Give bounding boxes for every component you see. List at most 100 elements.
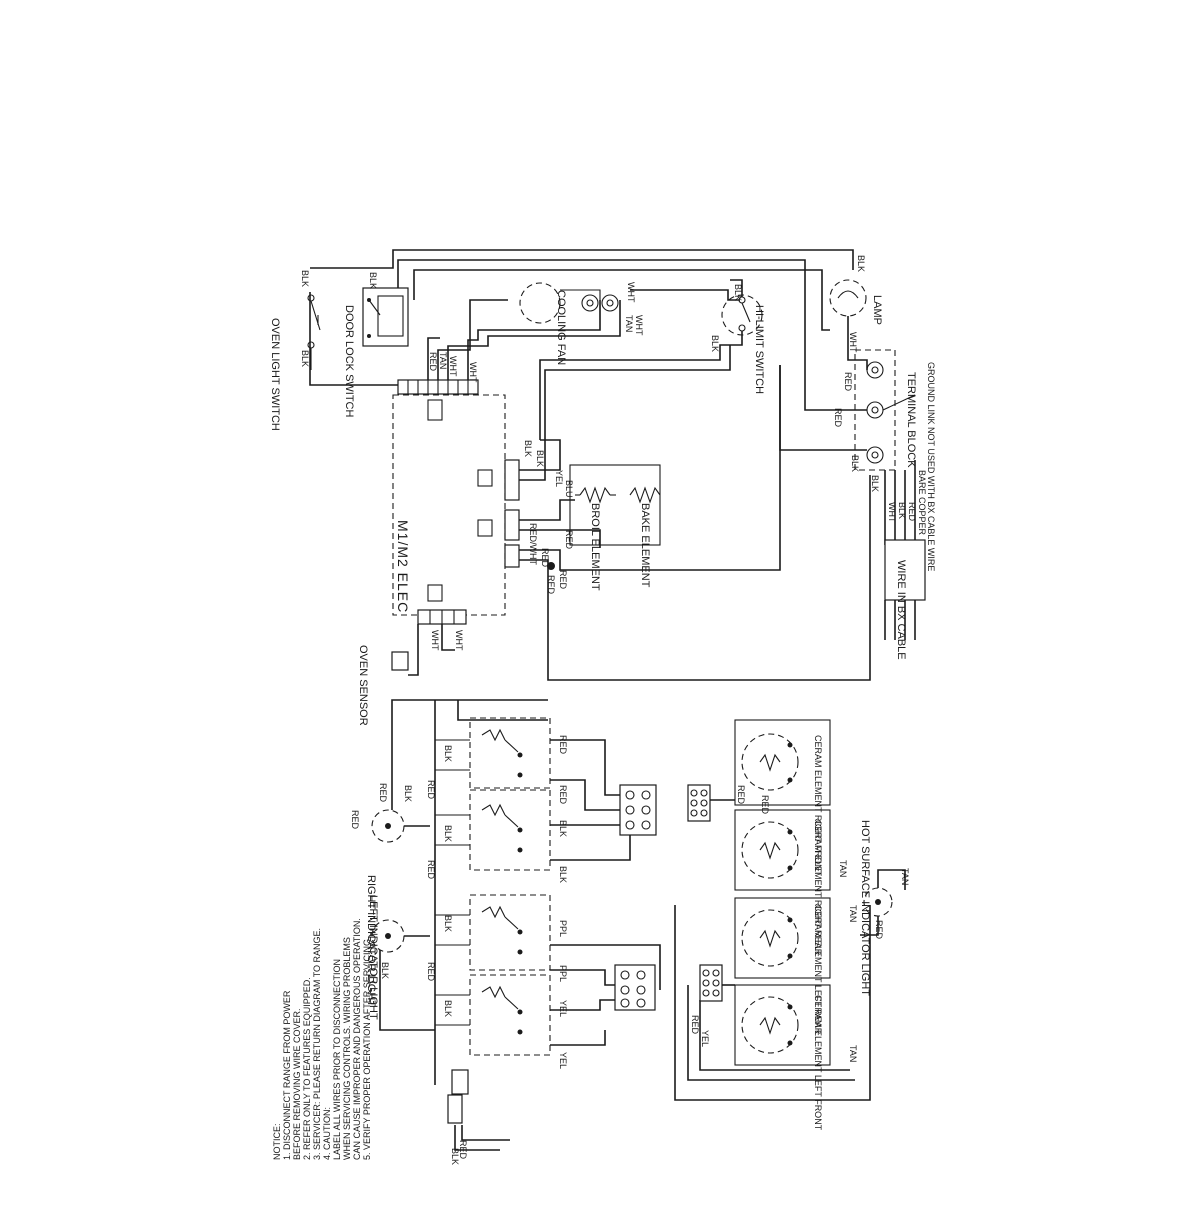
left-indicator-light-label: LEFT INDICATOR LIGHT	[367, 895, 379, 1020]
red-label: RED	[426, 860, 436, 880]
red-label: RED	[426, 780, 436, 800]
hi-limit-switch: HI-LIMIT SWITCH BLK BLK	[539, 279, 765, 440]
lamp-label: LAMP	[871, 295, 883, 325]
broil-element-label: BROIL ELEMENT	[589, 503, 601, 591]
hot-surface-indicator-label: HOT SURFACE INDICATOR LIGHT	[859, 820, 871, 996]
blk-label: BLK	[443, 1000, 453, 1017]
red-label: RED	[690, 1015, 700, 1035]
blk-label: BLK	[733, 284, 743, 301]
red-label: RED	[907, 502, 917, 522]
blk-label: BLK	[443, 915, 453, 932]
blk-label: BLK	[870, 475, 880, 492]
notice-line: 4. CAUTION:	[322, 1107, 332, 1160]
wht-label: WHT	[454, 630, 464, 651]
terminal-block: TERMINAL BLOCK GROUND LINK NOT USED WITH…	[779, 316, 936, 571]
electronic-control-label: M1/M2 ELEC	[395, 520, 411, 613]
red-label: RED	[458, 1140, 468, 1160]
red-label: RED	[564, 530, 574, 550]
notice-line: CAN CAUSE IMPROPER AND DANGEROUS OPERATI…	[352, 918, 362, 1160]
blk-label: BLK	[380, 962, 390, 979]
bx-cable: WIRE IN BX CABLE WHT BLK RED BARE COPPER	[884, 460, 927, 660]
wht-label: WHT	[848, 332, 858, 353]
yel-label: YEL	[554, 470, 564, 487]
oven-light-switch-label: OVEN LIGHT SWITCH	[269, 318, 281, 431]
oven-sensor: OVEN SENSOR WHT WHT	[357, 624, 464, 726]
switch-connector-plugs	[614, 784, 657, 1011]
notice-block: NOTICE: 1. DISCONNECT RANGE FROM POWER B…	[272, 918, 372, 1160]
oven-light-switch: BLK BLK OVEN LIGHT SWITCH	[269, 270, 321, 431]
blk-label: BLK	[368, 272, 378, 289]
yel-label: YEL	[558, 1052, 568, 1069]
red-label: RED	[426, 962, 436, 982]
broil-bake-elements: BROIL ELEMENT BAKE ELEMENT	[569, 464, 661, 591]
ppl-label: PPL	[558, 920, 568, 937]
red-label: RED	[350, 810, 360, 830]
hot-surface-indicator: HOT SURFACE INDICATOR LIGHT TAN RED	[859, 820, 910, 996]
notice-line: WHEN SERVICING CONTROLS. WIRING PROBLEMS	[342, 937, 352, 1160]
red-label: RED	[558, 570, 568, 590]
blk-label: BLK	[300, 350, 310, 367]
bare-copper-label: BARE COPPER	[917, 470, 927, 536]
ceram-left-rear-label: CERAM ELEMENT LEFT REAR	[813, 905, 823, 1035]
door-lock-switch: DOOR LOCK SWITCH BLK	[343, 272, 409, 418]
red-label: RED	[874, 920, 884, 940]
ceram-right-rear-label: CERAM ELEMENT RIGHT REAR	[813, 820, 823, 956]
connector-p2-top: RED TAN WHT WHT	[397, 299, 621, 395]
blk-label: BLK	[300, 270, 310, 287]
ceram-left-front-label: CERAM ELEMENT LEFT FRONT	[813, 995, 823, 1131]
red-label: RED	[843, 372, 853, 392]
blk-label: BLK	[856, 255, 866, 272]
wht-label: WHT	[430, 630, 440, 651]
blk-label: BLK	[443, 825, 453, 842]
tan-label: TAN	[624, 315, 634, 332]
blk-label: BLK	[443, 745, 453, 762]
connector-p2-bottom: RED BLK	[447, 1069, 510, 1165]
bake-element-label: BAKE ELEMENT	[639, 503, 651, 588]
red-label: RED	[558, 735, 568, 755]
wht-label: WHT	[448, 356, 458, 377]
tan-label: TAN	[848, 905, 858, 922]
notice-line: 1. DISCONNECT RANGE FROM POWER	[282, 990, 292, 1160]
notice-line: 3. SERVICER: PLEASE RETURN DIAGRAM TO RA…	[312, 928, 322, 1160]
tan-label: TAN	[438, 352, 448, 369]
blk-label: BLK	[850, 455, 860, 472]
right-indicator-light-label: RIGHT INDICATOR LIGHT	[365, 875, 377, 1007]
terminal-block-label: TERMINAL BLOCK	[905, 372, 917, 468]
notice-line: 5. VERIFY PROPER OPERATION AFTER SERVICI…	[362, 936, 372, 1160]
wht-label: WHT	[887, 502, 897, 523]
wht-label: WHT	[634, 315, 644, 336]
red-wht-label: RED/WHT	[528, 523, 538, 565]
oven-sensor-label: OVEN SENSOR	[357, 645, 369, 726]
tan-label: TAN	[848, 1045, 858, 1062]
notice-line: LABEL ALL WIRES PRIOR TO DISCONNECTION	[332, 959, 342, 1160]
red-label: RED	[378, 783, 388, 803]
red-label: RED	[736, 785, 746, 805]
blk-label: BLK	[558, 820, 568, 837]
yel-label: YEL	[558, 1000, 568, 1017]
red-label: RED	[540, 548, 550, 568]
ppl-label: PPL	[558, 965, 568, 982]
control-to-element-wires: BLK BLK RED/WHT RED RED RED YEL BLU RED	[519, 345, 871, 681]
wire-in-bx-cable-label: WIRE IN BX CABLE	[895, 560, 907, 660]
blk-label: BLK	[710, 335, 720, 352]
notice-line: NOTICE:	[272, 1123, 282, 1160]
blk-label: BLK	[535, 450, 545, 467]
red-label: RED	[558, 785, 568, 805]
blk-label: BLK	[450, 1148, 460, 1165]
red-label: RED	[428, 352, 438, 372]
red-label: RED	[546, 575, 556, 595]
yel-label: YEL	[700, 1030, 710, 1047]
red-label: RED	[833, 408, 843, 428]
electronic-control: M1/M2 ELEC	[392, 394, 520, 625]
lamp: LAMP BLK WHT	[829, 255, 883, 353]
indicator-lights: RIGHT INDICATOR LIGHT LEFT INDICATOR LIG…	[350, 699, 548, 1031]
cooling-fan-label: COOLING FAN	[555, 290, 567, 365]
blk-label: BLK	[897, 502, 907, 519]
wht-label: WHT	[626, 282, 636, 303]
ceram-connector-plugs	[687, 784, 735, 1002]
blu-label: BLU	[564, 480, 574, 498]
notice-line: BEFORE REMOVING WIRE COVER.	[292, 1008, 302, 1160]
blk-label: BLK	[523, 440, 533, 457]
